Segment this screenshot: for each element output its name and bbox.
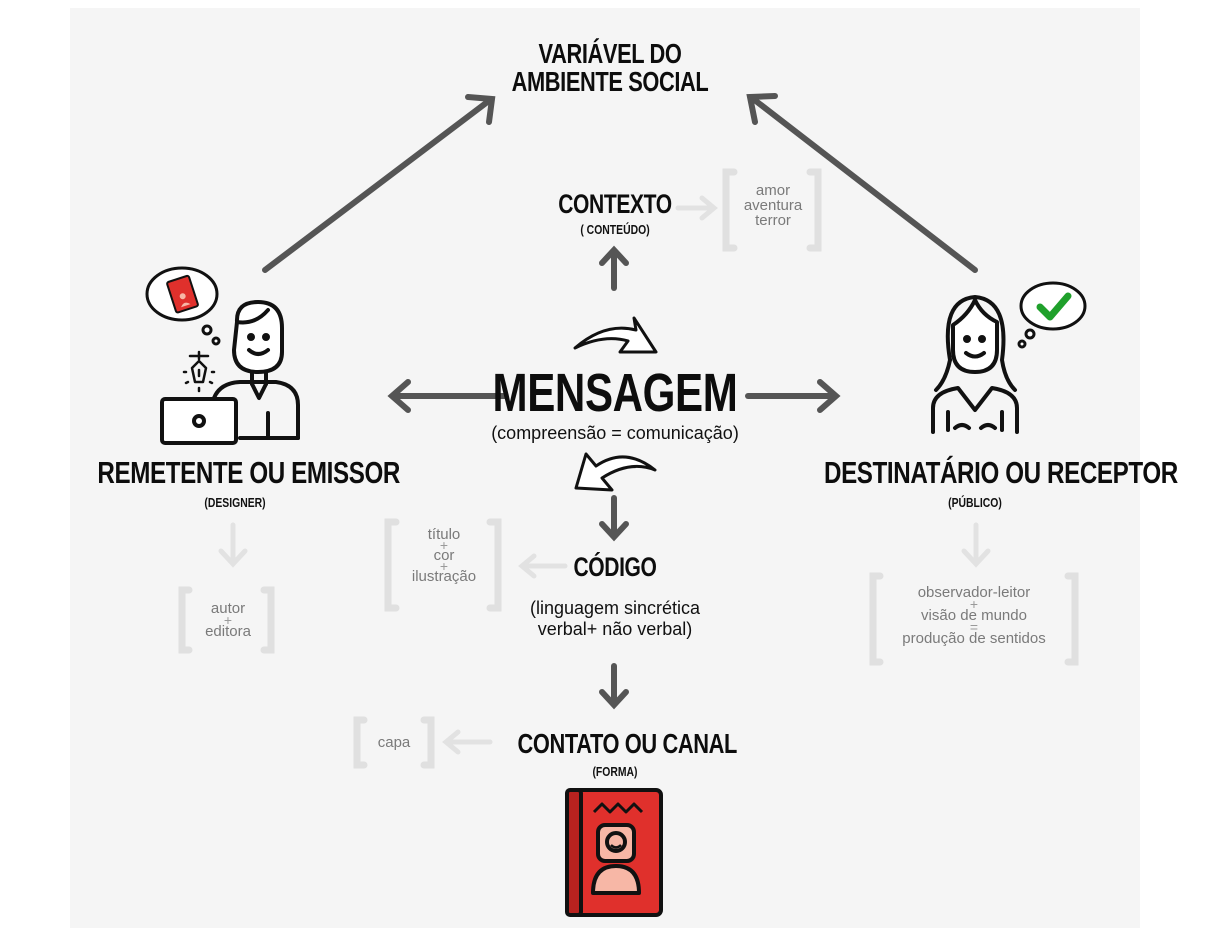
arrow-mensagem-to-codigo (599, 495, 629, 542)
remetente-example-op: + (223, 612, 233, 628)
codigo-description-line-1: (linguagem sincrética (529, 598, 701, 618)
contexto-title: CONTEXTO (558, 189, 672, 219)
codigo-title: CÓDIGO (573, 552, 657, 582)
reader-person-icon (931, 295, 1019, 434)
destinatario-example-3: produção de sentidos (902, 630, 1046, 647)
contexto-examples: amor aventura terror (730, 183, 816, 228)
destinatario-examples: observador-leitor + visão de mundo = pro… (880, 585, 1068, 647)
contexto-example-2: aventura (743, 197, 803, 214)
codigo-example-op-1: + (439, 537, 449, 553)
destinatario-subtitle: (PÚBLICO) (948, 495, 1002, 510)
mensagem-subtitle: (compreensão = comunicação) (491, 423, 739, 443)
contexto-example-1: amor (755, 182, 791, 199)
laptop-icon (160, 397, 238, 445)
arrow-emissor-to-ambiente (262, 94, 496, 273)
remetente-subtitle: (DESIGNER) (204, 495, 266, 510)
codigo-example-1: título (427, 526, 461, 543)
contato-subtitle: (FORMA) (592, 764, 638, 779)
arrow-mensagem-to-receptor (745, 379, 841, 413)
destinatario-example-op-2: = (969, 619, 979, 635)
red-book-icon (565, 788, 663, 917)
destinatario-example-op-1: + (969, 596, 979, 612)
codigo-examples: título + cor + ilustração (400, 526, 488, 585)
ambiente-social-line-1: VARIÁVEL DO (538, 38, 682, 69)
remetente-example-1: autor (210, 600, 246, 617)
codigo-example-op-2: + (439, 558, 449, 574)
arrow-contato-to-examples (442, 729, 493, 755)
remetente-example-2: editora (205, 623, 251, 640)
codigo-description: (linguagem sincrética verbal+ não verbal… (490, 598, 740, 640)
brackets-group (178, 168, 1079, 769)
destinatario-title: DESTINATÁRIO OU RECEPTOR (824, 455, 1178, 490)
arrow-receptor-to-ambiente (746, 93, 978, 273)
check-thought-icon (1017, 281, 1087, 349)
codigo-description-line-2: verbal+ não verbal) (537, 619, 693, 639)
arrow-contexto-to-examples (675, 195, 718, 221)
curved-arrow-icon (573, 316, 658, 492)
mensagem-title: MENSAGEM (492, 363, 738, 423)
arrow-codigo-to-examples (518, 553, 568, 579)
arrow-mensagem-to-contexto (599, 245, 629, 291)
codigo-example-2: cor (433, 547, 455, 564)
contexto-example-3: terror (755, 212, 791, 229)
contato-title: CONTATO OU CANAL (517, 728, 738, 759)
remetente-examples: autor + editora (190, 601, 266, 640)
arrow-mensagem-to-emissor (387, 379, 508, 413)
arrow-emissor-to-examples (218, 522, 248, 568)
ambiente-social-line-2: AMBIENTE SOCIAL (511, 66, 709, 97)
designer-person-icon (212, 300, 300, 440)
pen-nib-icon (182, 350, 216, 393)
destinatario-example-1: observador-leitor (917, 584, 1031, 601)
remetente-title: REMETENTE OU EMISSOR (97, 455, 400, 490)
codigo-example-3: ilustração (411, 568, 477, 585)
arrow-receptor-to-examples (961, 522, 991, 568)
destinatario-example-2: visão de mundo (921, 607, 1027, 624)
contato-example-1: capa (377, 734, 411, 751)
contato-examples: capa (364, 735, 424, 750)
arrow-codigo-to-contato (599, 663, 629, 710)
book-thought-icon (145, 266, 221, 346)
contexto-subtitle: ( CONTEÚDO) (580, 222, 650, 237)
ambiente-social-heading: VARIÁVEL DO AMBIENTE SOCIAL (493, 40, 727, 96)
